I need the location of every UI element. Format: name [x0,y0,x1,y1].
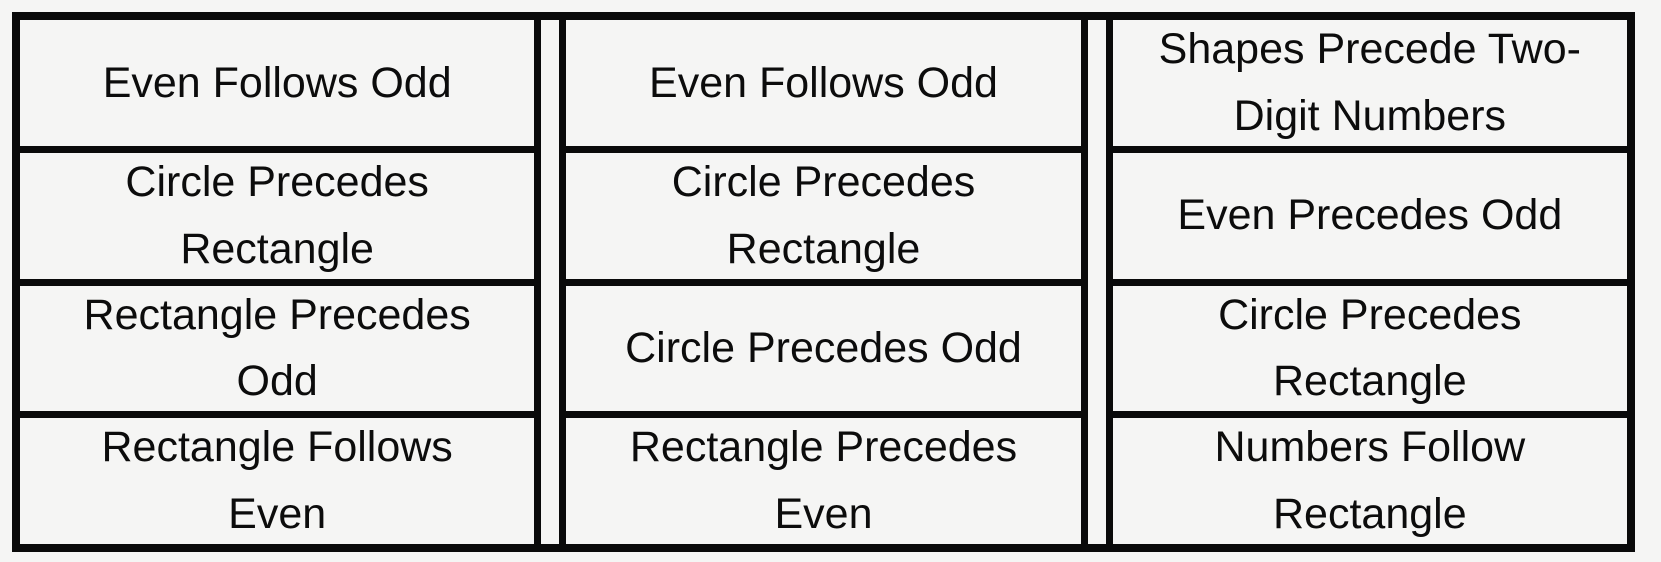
rule-cell: Circle Precedes Rectangle [566,145,1081,279]
rule-cell: Shapes Precede Two-Digit Numbers [1113,20,1627,146]
rule-text: Rectangle Precedes Odd [83,290,471,406]
rule-cell: Rectangle Precedes Odd [20,278,535,412]
rule-cell: Numbers Follow Rectangle [1112,411,1627,544]
rule-text: Circle Precedes Rectangle [1218,290,1522,406]
panel-divider [1080,20,1113,544]
rule-panel-3: Shapes Precede Two-Digit Numbers Even Pr… [1112,20,1627,544]
rule-cell: Circle Precedes Rectangle [1112,278,1627,412]
rule-text: Rectangle Precedes Even [629,423,1018,539]
rule-cell: Circle Precedes Rectangle [20,145,535,279]
rule-text: Rectangle Follows Even [101,423,453,539]
rule-panel-1: Even Follows Odd Circle Precedes Rectang… [20,20,535,544]
rule-cell: Rectangle Follows Even [20,411,535,544]
rule-text: Shapes Precede Two-Digit Numbers [1158,25,1581,140]
rule-text: Numbers Follow Rectangle [1214,423,1526,539]
rule-panel-2: Even Follows Odd Circle Precedes Rectang… [566,20,1081,544]
rule-text: Circle Precedes Rectangle [125,157,429,273]
rule-text: Circle Precedes Rectangle [671,157,976,273]
rule-text: Even Follows Odd [102,58,452,107]
panel-divider [534,20,567,544]
rule-cell: Even Follows Odd [566,20,1080,146]
rules-board: Even Follows Odd Circle Precedes Rectang… [12,12,1635,552]
rule-text: Even Follows Odd [649,58,998,107]
rule-cell: Even Follows Odd [20,20,534,146]
rule-cell: Even Precedes Odd [1112,145,1627,279]
rule-text: Even Precedes Odd [1177,191,1563,240]
rule-text: Circle Precedes Odd [625,324,1022,373]
rule-cell: Circle Precedes Odd [566,278,1081,412]
rule-cell: Rectangle Precedes Even [566,411,1081,544]
